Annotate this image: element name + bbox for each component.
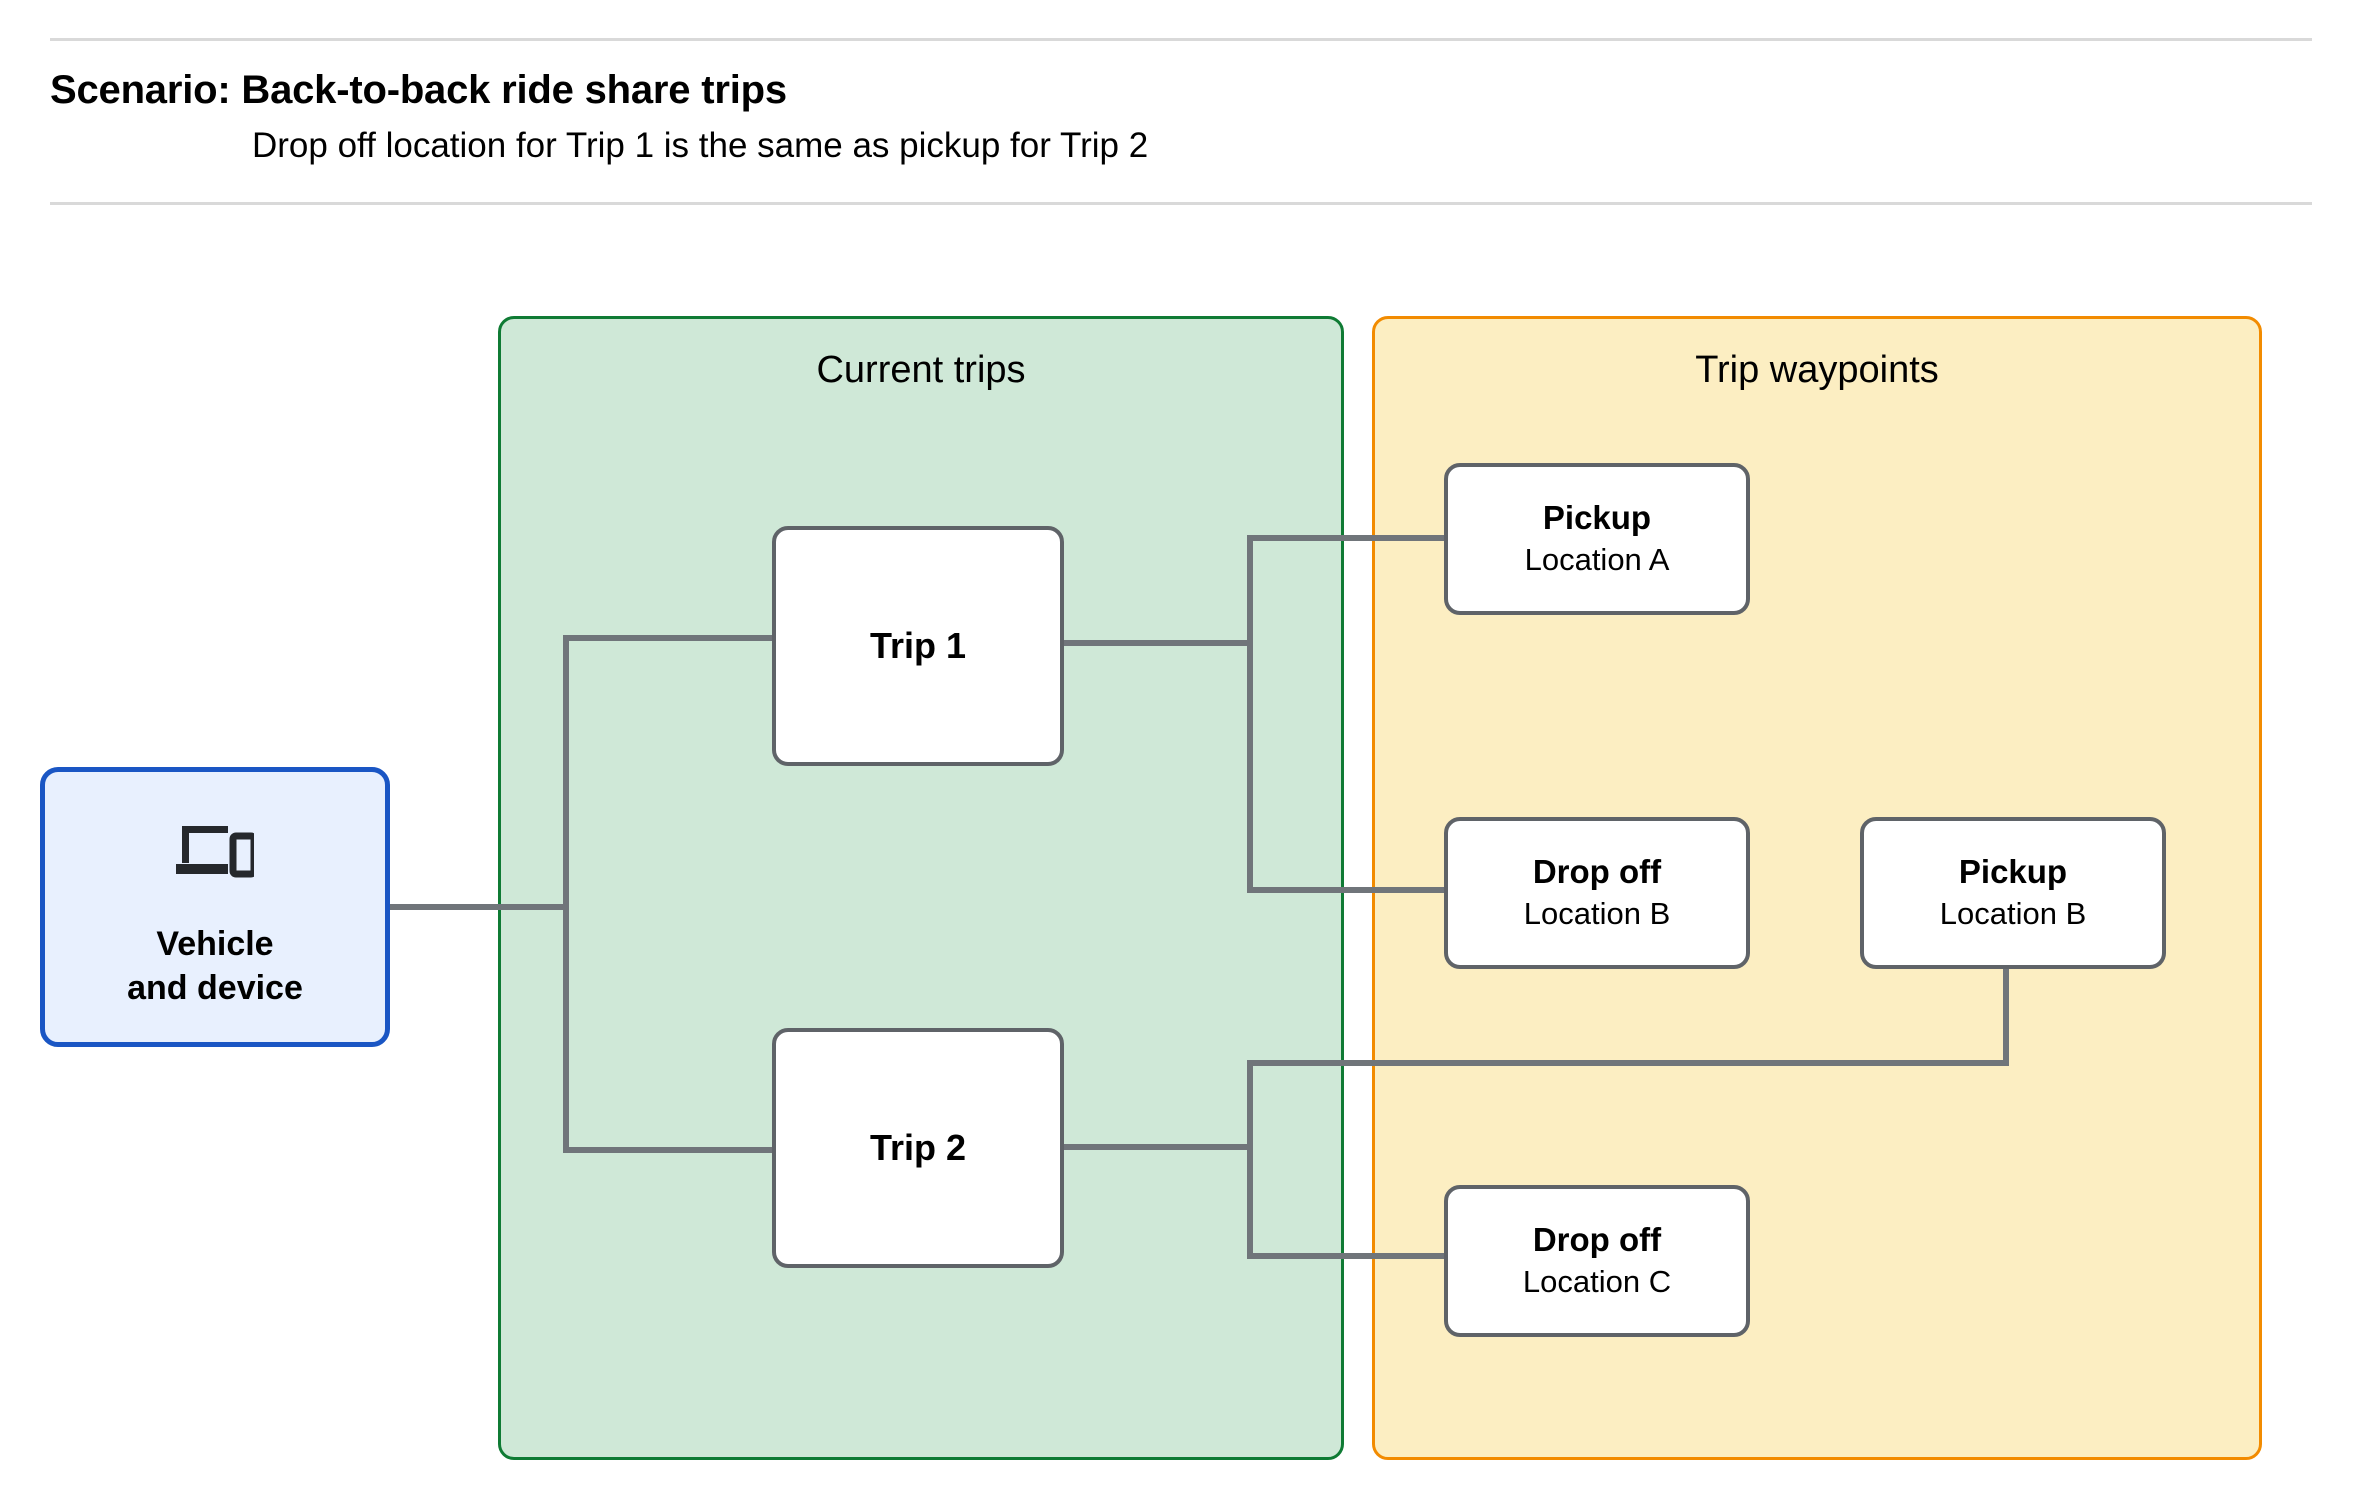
node-pickup-location-b[interactable]: Pickup Location B xyxy=(1860,817,2166,969)
node-trip-2[interactable]: Trip 2 xyxy=(772,1028,1064,1268)
page-subtitle: Drop off location for Trip 1 is the same… xyxy=(252,126,1149,165)
node-trip-1-label: Trip 1 xyxy=(869,625,967,667)
node-dropoff-b-title: Drop off xyxy=(1532,853,1662,891)
header-top-divider xyxy=(50,38,2312,41)
devices-icon xyxy=(176,826,254,878)
node-pickup-a-location: Location A xyxy=(1524,542,1670,578)
node-pickup-b-title: Pickup xyxy=(1958,853,2068,891)
node-dropoff-location-c[interactable]: Drop off Location C xyxy=(1444,1185,1750,1337)
header-bottom-divider xyxy=(50,202,2312,205)
node-vehicle-label: Vehicle and device xyxy=(127,925,303,1008)
group-current-trips-label: Current trips xyxy=(816,349,1026,391)
group-trip-waypoints-label: Trip waypoints xyxy=(1695,349,1939,391)
scenario-header: Scenario: Back-to-back ride share trips … xyxy=(0,0,2357,206)
node-pickup-location-a[interactable]: Pickup Location A xyxy=(1444,463,1750,615)
node-dropoff-b-location: Location B xyxy=(1523,896,1671,932)
node-pickup-b-location: Location B xyxy=(1939,896,2087,932)
node-pickup-a-title: Pickup xyxy=(1542,499,1652,537)
group-current-trips: Current trips xyxy=(498,316,1344,1460)
node-dropoff-c-location: Location C xyxy=(1522,1264,1672,1300)
page-title: Scenario: Back-to-back ride share trips xyxy=(50,68,787,112)
node-vehicle-and-device[interactable]: Vehicle and device xyxy=(40,767,390,1047)
node-dropoff-c-title: Drop off xyxy=(1532,1221,1662,1259)
node-trip-2-label: Trip 2 xyxy=(869,1127,967,1169)
node-trip-1[interactable]: Trip 1 xyxy=(772,526,1064,766)
node-dropoff-location-b[interactable]: Drop off Location B xyxy=(1444,817,1750,969)
